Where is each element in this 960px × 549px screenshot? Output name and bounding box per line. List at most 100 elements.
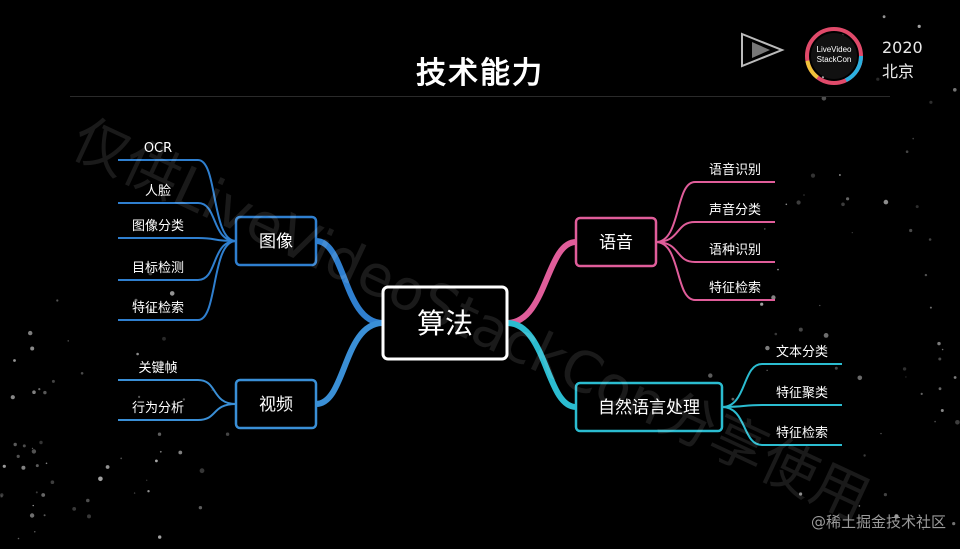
background-dot — [924, 273, 928, 277]
background-dot — [172, 365, 177, 370]
leaf-label: OCR — [144, 141, 172, 156]
background-dot — [938, 387, 942, 391]
background-dot — [799, 492, 803, 496]
background-dot — [912, 137, 914, 140]
leaf-label: 特征检索 — [709, 281, 761, 296]
background-dot — [785, 203, 788, 206]
background-dot — [917, 24, 921, 28]
background-dot — [80, 372, 84, 375]
background-dot — [760, 302, 764, 306]
background-dot — [938, 357, 942, 361]
branch-box — [574, 216, 658, 268]
background-dot — [134, 298, 138, 302]
leaf-connector — [721, 406, 842, 446]
background-dot — [846, 197, 850, 201]
background-dot — [937, 341, 941, 346]
background-dot — [86, 498, 90, 503]
background-dot — [858, 505, 861, 507]
background-dot — [839, 174, 841, 176]
leaf-connector — [118, 159, 237, 242]
background-dot — [35, 491, 38, 494]
background-dot — [810, 173, 816, 178]
background-dot — [0, 495, 3, 498]
background-dot — [43, 514, 46, 517]
background-dot — [158, 535, 162, 539]
leaf-connector — [118, 379, 237, 405]
background-dot — [147, 490, 150, 493]
leaf-connector — [118, 240, 237, 321]
leaf-label: 图像分类 — [132, 219, 184, 234]
background-dot — [796, 200, 801, 205]
mindmap-nodes: 图像OCR人脸图像分类目标检测特征检索视频关键帧行为分析语音语音识别声音分类语种… — [132, 141, 828, 441]
background-dot — [765, 345, 770, 351]
background-dot — [39, 440, 43, 445]
leaf-connector — [118, 403, 237, 421]
background-dot — [199, 468, 205, 474]
leaf-label: 目标检测 — [132, 261, 184, 276]
root-branch-connector — [504, 320, 579, 410]
background-dot — [146, 479, 148, 481]
livevideostackcon-logo: LiveVideo StackCon — [805, 27, 863, 85]
background-dot — [182, 398, 186, 401]
background-dot — [87, 514, 91, 519]
background-dot — [955, 420, 960, 425]
background-dot — [766, 369, 768, 371]
branch-box — [574, 381, 724, 433]
leaf-label: 语音识别 — [709, 162, 761, 178]
background-dot — [13, 359, 16, 362]
background-dot — [98, 476, 103, 482]
background-dot — [941, 348, 944, 351]
background-dot — [29, 513, 35, 518]
leaf-label: 行为分析 — [132, 401, 184, 416]
background-dot — [2, 464, 6, 468]
background-dot — [21, 465, 26, 470]
background-dot — [731, 397, 735, 401]
background-dot — [157, 432, 162, 436]
dotted-background — [0, 15, 960, 540]
background-dot — [771, 295, 776, 300]
branch-label: 自然语言处理 — [598, 398, 700, 418]
background-dot — [155, 459, 158, 463]
background-dot — [31, 447, 34, 450]
background-dot — [56, 299, 59, 302]
root-box — [381, 285, 509, 361]
branch-label: 视频 — [259, 395, 293, 415]
background-dot — [31, 449, 37, 454]
background-dot — [51, 379, 55, 383]
background-dot — [934, 420, 936, 423]
leaf-connector — [655, 241, 775, 301]
background-dot — [178, 450, 183, 455]
background-dot — [50, 480, 55, 485]
leaf-connector — [721, 404, 842, 408]
background-dot — [159, 450, 162, 453]
event-year: 2020 — [882, 38, 923, 57]
background-dot — [821, 76, 825, 79]
source-credit: @稀土掘金技术社区 — [810, 513, 946, 531]
leaf-label: 特征检索 — [776, 426, 828, 441]
background-dot — [774, 332, 778, 336]
background-dot — [67, 340, 69, 342]
background-dot — [905, 376, 907, 378]
background-dot — [32, 504, 34, 507]
root-node: 算法 — [381, 285, 509, 361]
background-dot — [149, 308, 153, 312]
background-dot — [894, 514, 899, 519]
background-dot — [902, 367, 907, 371]
background-dot — [929, 100, 933, 104]
background-dot — [952, 522, 956, 526]
title-divider — [70, 96, 890, 97]
background-dot — [72, 507, 77, 511]
leaf-connector — [655, 241, 775, 263]
background-dot — [863, 454, 866, 457]
background-dot — [28, 330, 33, 336]
background-dot — [0, 493, 4, 497]
background-dot — [928, 238, 932, 241]
background-dot — [883, 493, 888, 497]
page-title: 技术能力 — [416, 56, 544, 91]
leaf-label: 文本分类 — [776, 345, 828, 360]
background-dot — [953, 376, 957, 379]
root-label: 算法 — [417, 307, 473, 340]
background-dot — [823, 333, 829, 338]
branch-node: 图像 — [234, 215, 318, 267]
background-dot — [764, 228, 766, 230]
